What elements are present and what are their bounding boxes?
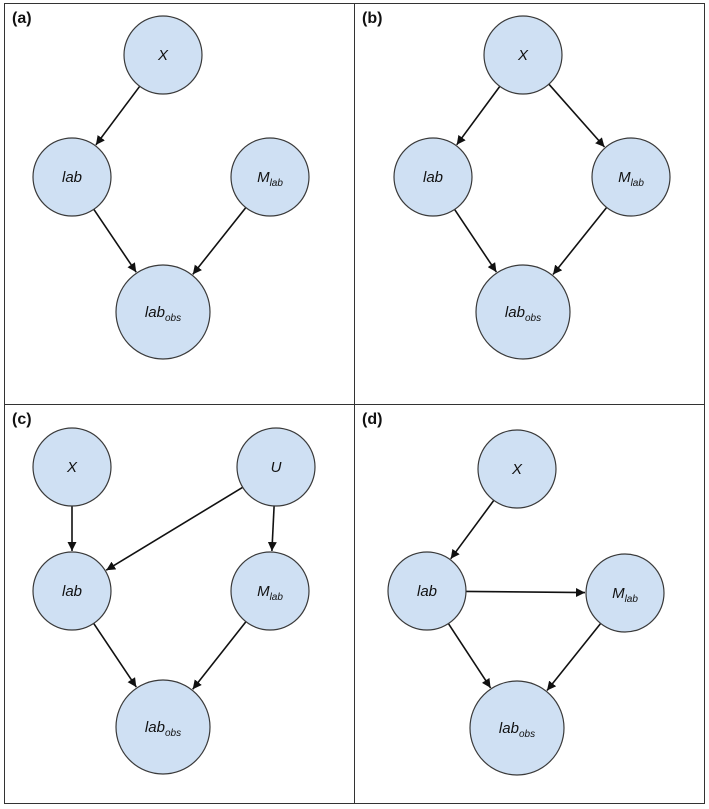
edge-mlab-to-labobs	[546, 623, 602, 691]
edge-u-to-mlab	[267, 505, 277, 552]
node-mlab: Mlab	[591, 137, 671, 217]
edge-u-to-lab	[105, 486, 244, 571]
edge-mlab-to-labobs	[552, 207, 608, 275]
edge-x-to-lab	[450, 499, 495, 560]
node-labobs: labobs	[469, 680, 565, 776]
node-label: labobs	[499, 720, 535, 740]
node-label: X	[66, 459, 78, 476]
node-labobs: labobs	[475, 264, 571, 360]
node-circle	[236, 427, 316, 507]
node-label: lab	[62, 169, 82, 186]
node-mlab: Mlab	[585, 553, 665, 633]
edge-x-to-mlab	[548, 83, 606, 148]
edge-lab-to-labobs	[93, 622, 137, 688]
node-mlab: Mlab	[230, 137, 310, 217]
node-circle	[393, 137, 473, 217]
panel-letter: (d)	[362, 411, 382, 428]
edge-lab-to-mlab	[465, 588, 586, 598]
node-labobs: labobs	[115, 264, 211, 360]
node-circle	[32, 137, 112, 217]
node-x: X	[32, 427, 112, 507]
node-circle	[230, 137, 310, 217]
node-circle	[585, 553, 665, 633]
node-circle	[115, 264, 211, 360]
edge-lab-to-labobs	[93, 208, 137, 273]
node-label: labobs	[145, 304, 181, 324]
node-label: Mlab	[257, 169, 283, 189]
panel-grid	[4, 3, 705, 804]
node-lab: lab	[32, 137, 112, 217]
node-circle	[477, 429, 557, 509]
node-circle	[469, 680, 565, 776]
panel-letter: (a)	[12, 10, 32, 27]
node-label: X	[511, 461, 523, 478]
node-circle	[387, 551, 467, 631]
node-label: labobs	[145, 719, 181, 739]
node-circle	[32, 427, 112, 507]
node-label: lab	[62, 583, 82, 600]
node-label: lab	[417, 583, 437, 600]
node-label: X	[517, 47, 529, 64]
edge-x-to-lab	[456, 85, 501, 146]
edge-x-to-lab	[95, 85, 141, 146]
node-circle	[230, 551, 310, 631]
node-circle	[483, 15, 563, 95]
node-label: Mlab	[618, 169, 644, 189]
node-x: X	[477, 429, 557, 509]
edge-lab-to-labobs	[447, 623, 492, 689]
node-circle	[591, 137, 671, 217]
node-label: U	[271, 459, 282, 476]
node-circle	[32, 551, 112, 631]
panel-letter: (c)	[12, 411, 32, 428]
node-label: Mlab	[257, 583, 283, 603]
edge-mlab-to-labobs	[192, 207, 247, 275]
node-circle	[123, 15, 203, 95]
edge-lab-to-labobs	[453, 208, 498, 273]
node-labobs: labobs	[115, 679, 211, 775]
node-mlab: Mlab	[230, 551, 310, 631]
node-label: Mlab	[612, 585, 638, 605]
node-lab: lab	[393, 137, 473, 217]
node-lab: lab	[387, 551, 467, 631]
edge-mlab-to-labobs	[192, 621, 247, 690]
node-label: X	[157, 47, 169, 64]
node-circle	[115, 679, 211, 775]
node-label: labobs	[505, 304, 541, 324]
node-x: X	[123, 15, 203, 95]
node-circle	[475, 264, 571, 360]
node-u: U	[236, 427, 316, 507]
node-label: lab	[423, 169, 443, 186]
node-lab: lab	[32, 551, 112, 631]
panel-letter: (b)	[362, 10, 382, 27]
node-x: X	[483, 15, 563, 95]
